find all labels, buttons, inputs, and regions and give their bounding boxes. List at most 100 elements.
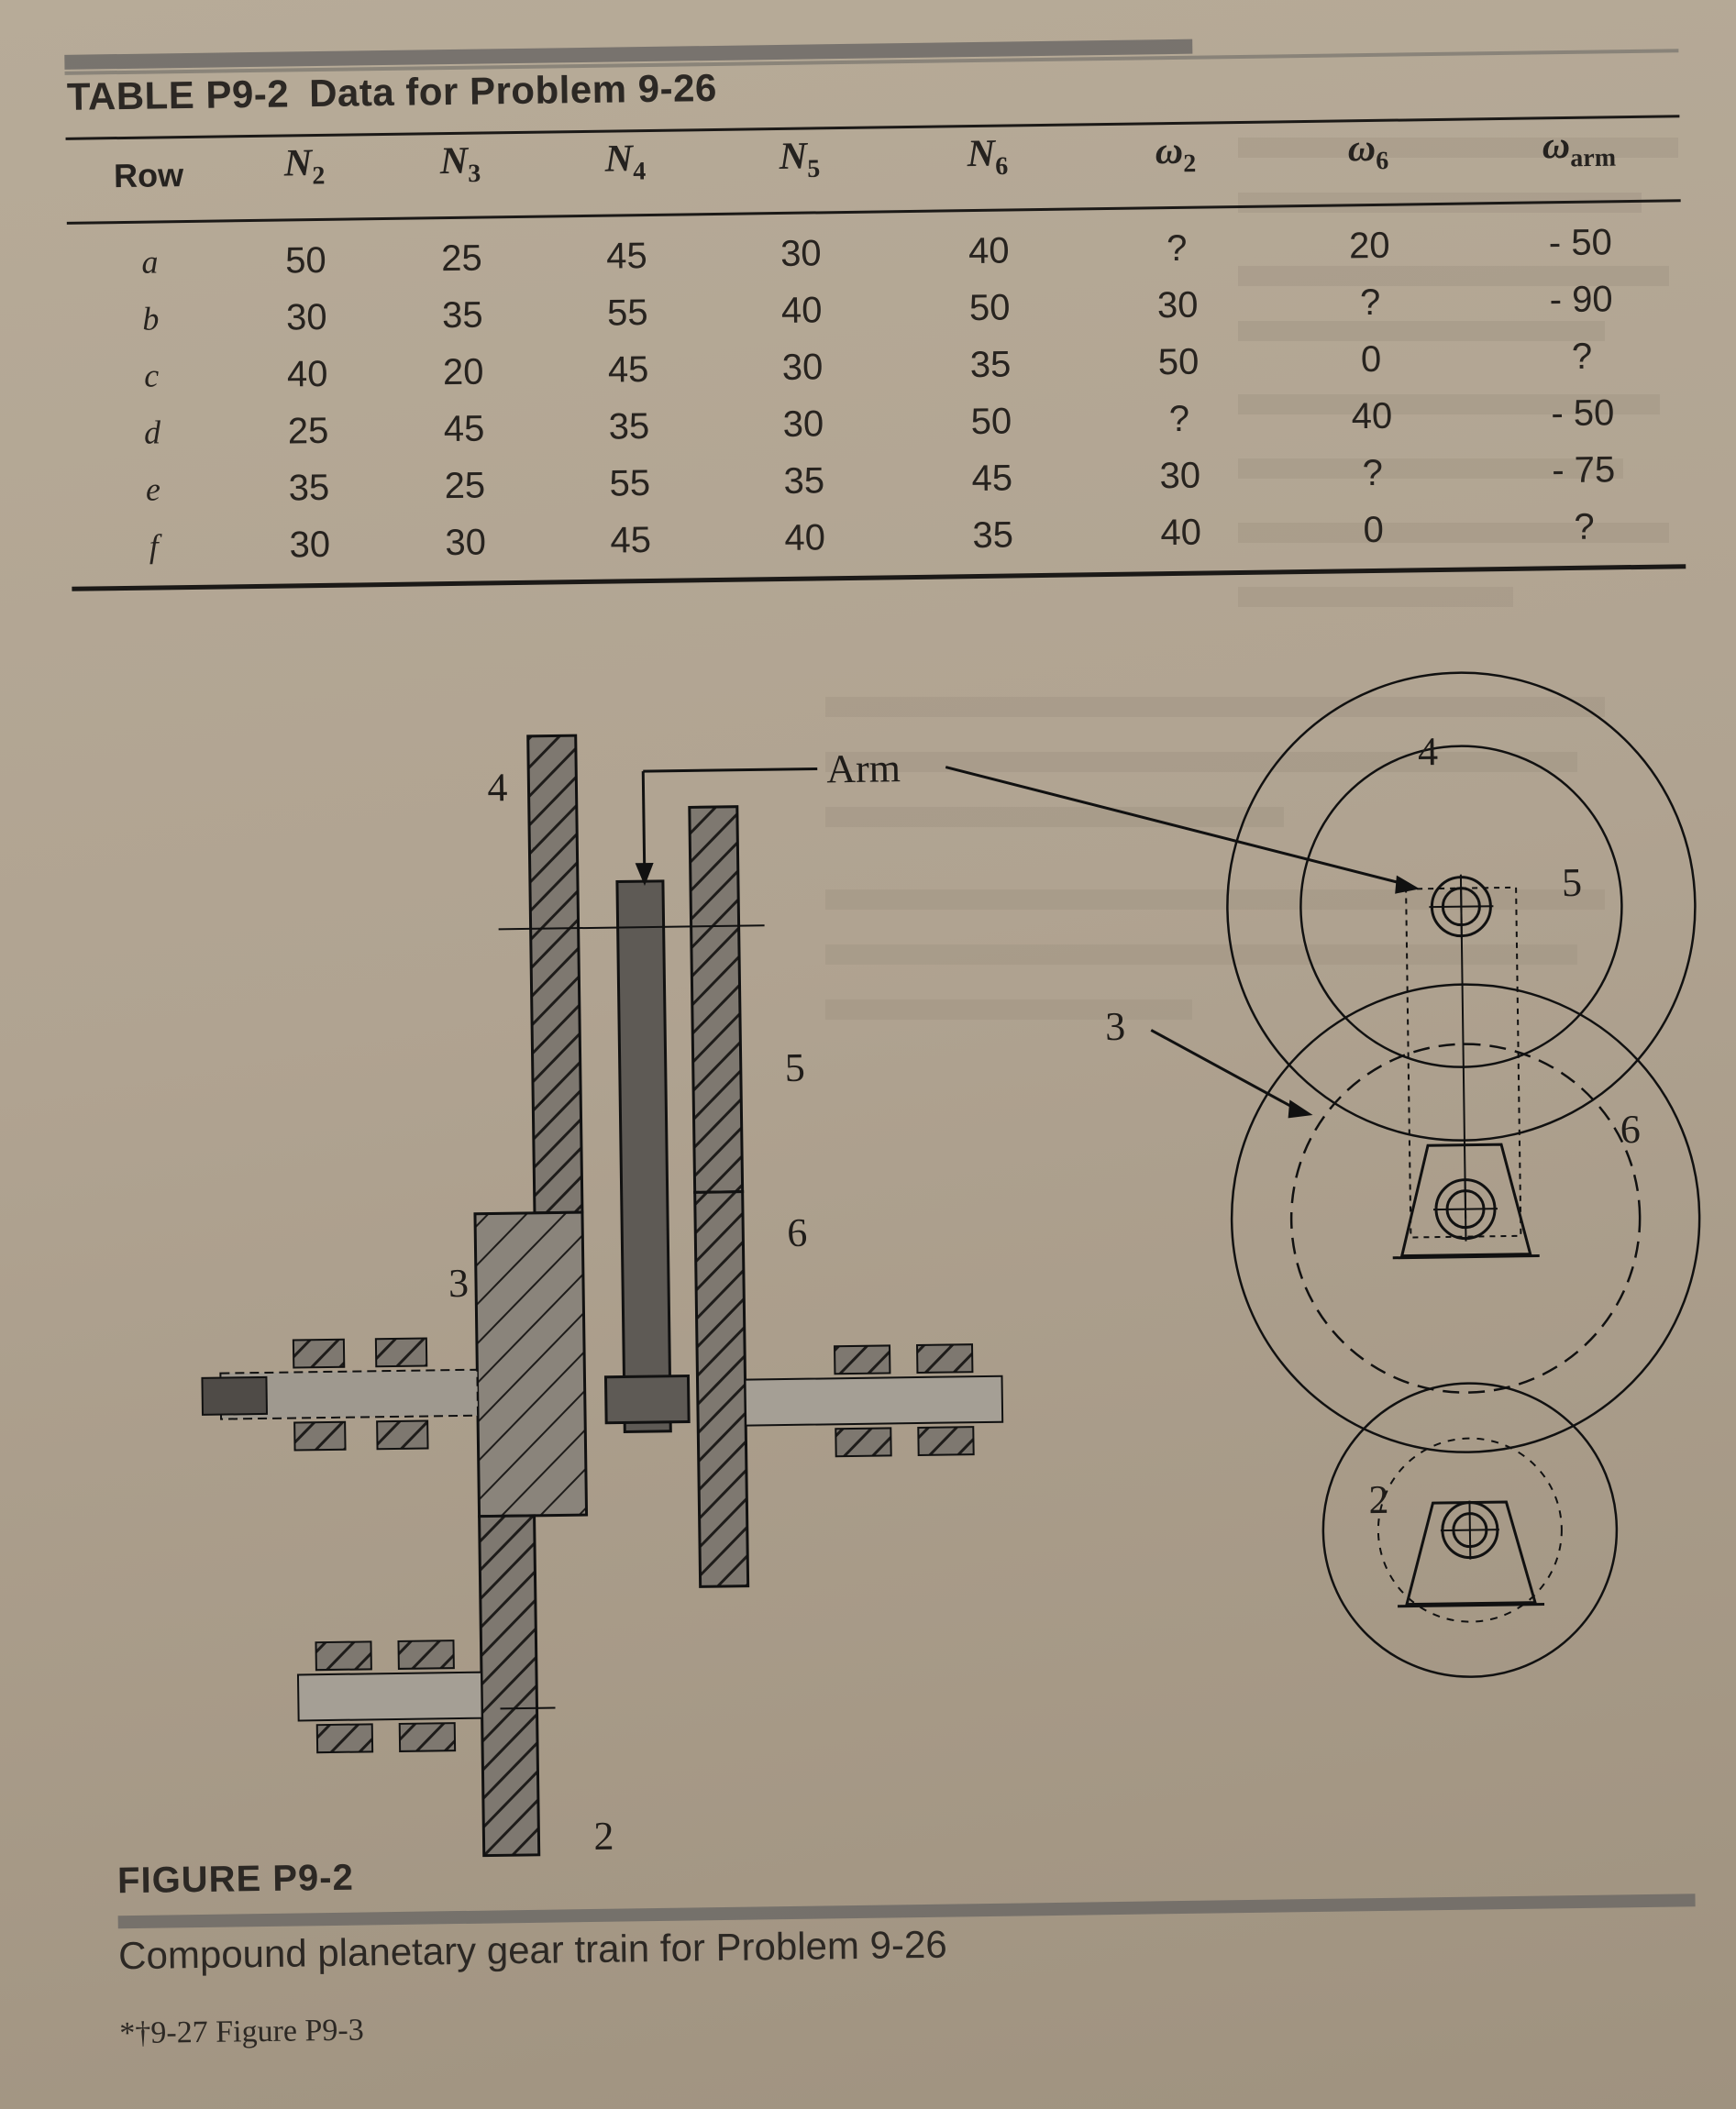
table-cell: ?	[1168, 398, 1190, 440]
table-cell: 35	[972, 514, 1014, 557]
table-cell: 45	[971, 458, 1013, 500]
table-label: TABLE P9-2	[66, 72, 290, 118]
row-label: a	[141, 243, 159, 281]
end-view: 4 5 3 6 2	[945, 671, 1701, 1678]
cross-section-view: 4 Arm 5 6 3 2	[201, 734, 1004, 1859]
table-cell: 30	[781, 347, 824, 388]
col-header-row: Row	[113, 156, 184, 195]
table-cell: 50	[970, 401, 1012, 443]
table-cell: 35	[608, 405, 650, 447]
gear3-label-right: 3	[1105, 1004, 1126, 1049]
table-cell: 50	[284, 239, 326, 282]
row-label: b	[142, 300, 160, 337]
gear2-label-right: 2	[1368, 1477, 1389, 1522]
gear6-section	[693, 1190, 750, 1588]
input-shaft-end	[201, 1375, 269, 1416]
row-label: c	[143, 357, 160, 394]
table-cell: 30	[445, 522, 487, 564]
table-cell: 30	[289, 524, 331, 566]
gear4-section	[526, 734, 584, 1215]
table-cell: 45	[610, 519, 652, 561]
table-cell: 40	[286, 353, 328, 395]
header-bottom-rule	[66, 199, 1681, 225]
gear3-label-left: 3	[448, 1261, 470, 1306]
arm-centerline	[1460, 888, 1467, 1219]
table-cell: 45	[605, 236, 647, 277]
col-header-n5: N5	[779, 135, 821, 183]
table-cell: ?	[1574, 506, 1596, 547]
planet-pin	[1429, 874, 1494, 939]
col-header-n3: N3	[439, 139, 481, 189]
table-caption: Data for Problem 9-26	[308, 65, 718, 116]
table-cell: 0	[1360, 338, 1382, 381]
output-shaft	[744, 1375, 1004, 1427]
table-cell: 30	[285, 296, 327, 338]
col-header-omega2: ω2	[1155, 129, 1197, 179]
table-cell: - 90	[1549, 279, 1613, 321]
gear6-label-right: 6	[1620, 1107, 1641, 1152]
input-shaft	[219, 1368, 480, 1420]
col-header-omega6: ω6	[1347, 127, 1389, 176]
page-content: TABLE P9-2 Data for Problem 9-26 Row N2 N…	[55, 14, 1716, 2072]
gear4-label-left: 4	[487, 765, 508, 810]
table-cell: 55	[606, 293, 648, 334]
table-cell: 20	[442, 351, 484, 393]
gear4-label-right: 4	[1418, 729, 1439, 774]
bearing	[292, 1338, 346, 1369]
table-cell: ?	[1166, 227, 1188, 270]
gear3-circle	[1289, 1043, 1642, 1394]
arm-leader-right	[945, 766, 1407, 886]
table-cell: 40	[780, 290, 823, 331]
table-cell: 30	[780, 233, 822, 274]
header-rule	[65, 115, 1680, 140]
table-cell: 40	[1351, 395, 1393, 437]
table-cell: 55	[609, 462, 651, 504]
arm-section	[615, 879, 672, 1433]
bearing	[293, 1420, 347, 1452]
bearing	[398, 1722, 457, 1752]
row-label: f	[149, 527, 160, 565]
gear5-label-left: 5	[784, 1045, 805, 1090]
bearing	[397, 1640, 455, 1670]
arm-leader	[641, 771, 647, 873]
gear3-leader	[1150, 1029, 1300, 1112]
table-cell: 40	[1160, 512, 1202, 554]
arm-leader	[643, 767, 818, 773]
gear5-section	[688, 805, 745, 1194]
gear2-shaft	[296, 1671, 483, 1722]
table-cell: 45	[443, 408, 485, 450]
bearing	[917, 1426, 975, 1457]
bearing	[376, 1419, 429, 1451]
table-cell: ?	[1571, 336, 1593, 377]
gear2-circle	[1321, 1382, 1619, 1678]
arm-label: Arm	[826, 745, 901, 791]
bearing	[835, 1427, 892, 1458]
table-cell: ?	[1359, 282, 1381, 324]
gear2-label-left: 2	[593, 1814, 614, 1859]
sun-support	[1392, 1143, 1540, 1260]
arrowhead	[1395, 875, 1421, 894]
gear3-section	[473, 1210, 589, 1518]
table-cell: 30	[1156, 284, 1199, 326]
table-cell: 25	[287, 410, 329, 452]
gear2-support	[1398, 1500, 1545, 1608]
table-cell: - 75	[1551, 449, 1616, 491]
table-cell: 30	[1159, 455, 1201, 497]
next-problem-stub: *†9-27 Figure P9-3	[119, 2013, 364, 2051]
col-header-n2: N2	[283, 142, 326, 191]
row-label: d	[143, 414, 161, 451]
arrowhead	[635, 862, 654, 887]
table-cell: - 50	[1551, 392, 1615, 435]
figure-caption: Compound planetary gear train for Proble…	[117, 1922, 947, 1978]
gear2-pitch	[1377, 1437, 1563, 1623]
bearing	[916, 1343, 974, 1375]
arm-pin	[603, 1374, 691, 1425]
col-header-n4: N4	[604, 138, 647, 186]
table-cell: 0	[1363, 509, 1385, 551]
table-cell: 40	[784, 517, 826, 558]
table-cell: 25	[440, 237, 482, 280]
row-label: e	[145, 470, 161, 508]
bearing	[315, 1723, 374, 1754]
bearing	[374, 1337, 428, 1368]
